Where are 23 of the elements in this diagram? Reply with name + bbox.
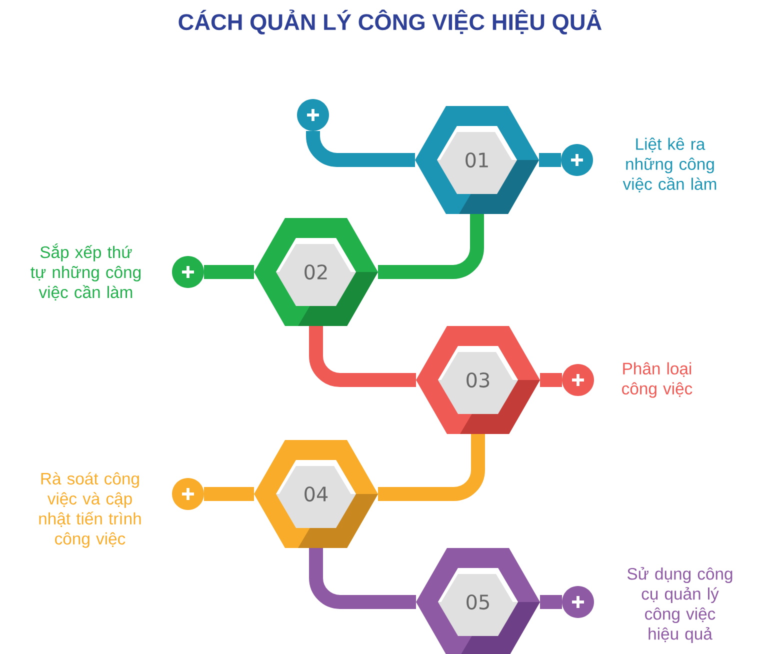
hexagon-step: 03 <box>416 326 540 434</box>
plus-circle <box>561 144 593 176</box>
step-description: Phân loại công việc <box>622 362 692 398</box>
hexagon-step: 05 <box>416 548 540 654</box>
connector <box>539 153 561 167</box>
title: CÁCH QUẢN LÝ CÔNG VIỆC HIỆU QUẢ <box>178 10 602 34</box>
plus-circle <box>562 364 594 396</box>
connector <box>204 487 254 501</box>
plus-circle <box>172 256 204 288</box>
step-description: Liệt kê ra những công việc cần làm <box>622 138 716 192</box>
connector <box>540 373 562 387</box>
hexagon-step: 04 <box>254 440 378 548</box>
step-description: Sắp xếp thứ tự những công việc cần làm <box>30 244 141 300</box>
step-description: Sử dụng công cụ quản lý công việc hiệu quả <box>627 566 732 644</box>
plus-circle <box>297 99 329 131</box>
hexagon-step: 02 <box>254 218 378 326</box>
step-description: Rà soát công việc và cập nhật tiến trình công việc <box>39 472 141 548</box>
hexagon-step: 01 <box>415 106 539 214</box>
connector <box>540 595 562 609</box>
plus-circle <box>172 478 204 510</box>
plus-circle <box>562 586 594 618</box>
connector <box>204 265 254 279</box>
connector <box>306 129 415 167</box>
